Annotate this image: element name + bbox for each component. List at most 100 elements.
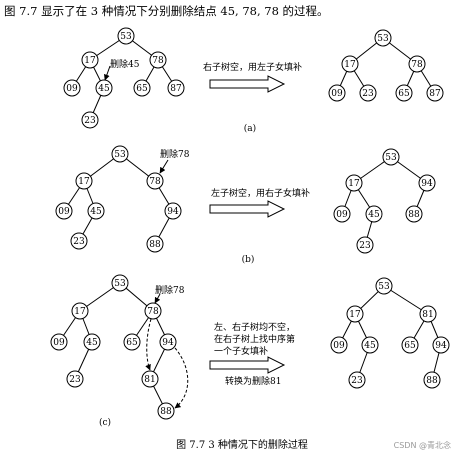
tree-node: 17	[346, 305, 364, 323]
svg-text:78: 78	[152, 56, 164, 66]
tree-node: 53	[375, 277, 393, 295]
svg-text:17: 17	[348, 179, 360, 189]
svg-text:65: 65	[404, 341, 416, 351]
svg-text:88: 88	[408, 210, 420, 220]
tree-node: 09	[63, 79, 81, 97]
svg-text:23: 23	[351, 376, 363, 386]
watermark: CSDN @青北念	[394, 440, 451, 450]
tree-node: 53	[117, 27, 135, 45]
panel-c: 53 17 78 09 45 65 94 23 81 88 删除78 左、右子树…	[50, 274, 450, 428]
svg-text:45: 45	[90, 207, 102, 217]
operation-description: 左子树空，用右子女填补	[211, 187, 310, 199]
svg-text:65: 65	[126, 338, 138, 348]
tree-node: 23	[70, 232, 88, 250]
svg-text:45: 45	[364, 341, 376, 351]
svg-text:17: 17	[78, 177, 90, 187]
panel-c-after-tree: 53 17 81 09 45 65 94 23 88	[330, 277, 450, 389]
svg-text:53: 53	[120, 32, 132, 42]
svg-text:53: 53	[114, 279, 126, 289]
svg-text:23: 23	[84, 116, 96, 126]
svg-text:17: 17	[349, 310, 361, 320]
panel-label: (b)	[242, 254, 255, 265]
svg-text:65: 65	[136, 84, 148, 94]
tree-node: 88	[423, 371, 441, 389]
svg-text:45: 45	[86, 338, 98, 348]
tree-node: 09	[328, 84, 346, 102]
svg-text:23: 23	[359, 241, 371, 251]
tree-node: 78	[146, 172, 164, 190]
transform-arrow	[209, 75, 286, 93]
tree-node: 23	[66, 370, 84, 388]
svg-text:94: 94	[421, 179, 433, 189]
tree-node: 65	[401, 336, 419, 354]
operation-description: 左、右子树均不空，	[214, 321, 295, 333]
delete-pointer-arrow	[159, 159, 169, 174]
tree-node: 23	[81, 111, 99, 129]
panel-b: 53 17 78 09 45 94 23 88 删除78 左子树空，用右子女填补…	[55, 145, 436, 265]
svg-text:88: 88	[149, 240, 161, 250]
tree-node: 09	[55, 202, 73, 220]
svg-text:17: 17	[74, 307, 86, 317]
operation-description: 在右子树上找中序第	[214, 333, 295, 345]
tree-node: 17	[81, 51, 99, 69]
tree-node: 23	[348, 371, 366, 389]
tree-node: 17	[341, 55, 359, 73]
figure-caption: 图 7.7 3 种情况下的删除过程	[176, 438, 308, 451]
tree-node: 87	[167, 79, 185, 97]
tree-node: 88	[405, 205, 423, 223]
svg-text:94: 94	[435, 341, 447, 351]
replacement-path-arrow	[174, 347, 189, 409]
tree-node: 87	[426, 84, 444, 102]
svg-text:53: 53	[377, 34, 389, 44]
tree-node: 81	[141, 370, 159, 388]
svg-text:09: 09	[53, 338, 65, 348]
tree-node: 53	[382, 148, 400, 166]
svg-text:81: 81	[144, 375, 155, 385]
svg-text:09: 09	[336, 210, 348, 220]
tree-node: 65	[133, 79, 151, 97]
svg-text:09: 09	[333, 341, 345, 351]
delete-note: 删除45	[110, 58, 140, 70]
svg-text:09: 09	[331, 89, 343, 99]
operation-description: 右子树空，用左子女填补	[203, 61, 302, 73]
tree-node: 94	[432, 336, 450, 354]
replacement-path-arrow	[145, 318, 152, 371]
tree-node: 81	[419, 305, 437, 323]
svg-text:65: 65	[398, 89, 410, 99]
tree-node: 65	[123, 333, 141, 351]
svg-text:45: 45	[98, 84, 110, 94]
svg-text:88: 88	[426, 376, 438, 386]
panel-b-after-tree: 53 17 94 09 45 88 23	[333, 148, 436, 254]
tree-node: 78	[408, 55, 426, 73]
tree-node: 45	[365, 205, 383, 223]
svg-text:23: 23	[362, 89, 374, 99]
tree-node: 53	[111, 274, 129, 292]
tree-node: 94	[418, 174, 436, 192]
tree-node: 17	[71, 302, 89, 320]
operation-description: 一个子女填补	[214, 345, 268, 357]
svg-text:23: 23	[69, 375, 81, 385]
tree-node: 65	[395, 84, 413, 102]
delete-pointer-arrow	[103, 65, 111, 81]
tree-node: 09	[330, 336, 348, 354]
svg-text:23: 23	[73, 237, 85, 247]
tree-node: 45	[83, 333, 101, 351]
panel-b-before-tree: 53 17 78 09 45 94 23 88	[55, 145, 182, 253]
intro-text: 图 7.7 显示了在 3 种情况下分别删除结点 45, 78, 78 的过程。	[4, 4, 329, 18]
delete-note: 删除78	[160, 148, 190, 160]
tree-node: 94	[159, 333, 177, 351]
tree-node: 78	[149, 51, 167, 69]
svg-text:53: 53	[385, 153, 397, 163]
svg-text:78: 78	[147, 307, 159, 317]
svg-text:81: 81	[422, 310, 433, 320]
svg-text:78: 78	[411, 60, 423, 70]
tree-node: 94	[164, 202, 182, 220]
svg-text:53: 53	[378, 282, 390, 292]
tree-node: 09	[50, 333, 68, 351]
tree-node: 88	[157, 402, 175, 420]
tree-node: 23	[359, 84, 377, 102]
panel-a-after-tree: 53 17 78 09 23 65 87	[328, 29, 444, 102]
svg-text:78: 78	[149, 177, 161, 187]
svg-text:09: 09	[58, 207, 70, 217]
